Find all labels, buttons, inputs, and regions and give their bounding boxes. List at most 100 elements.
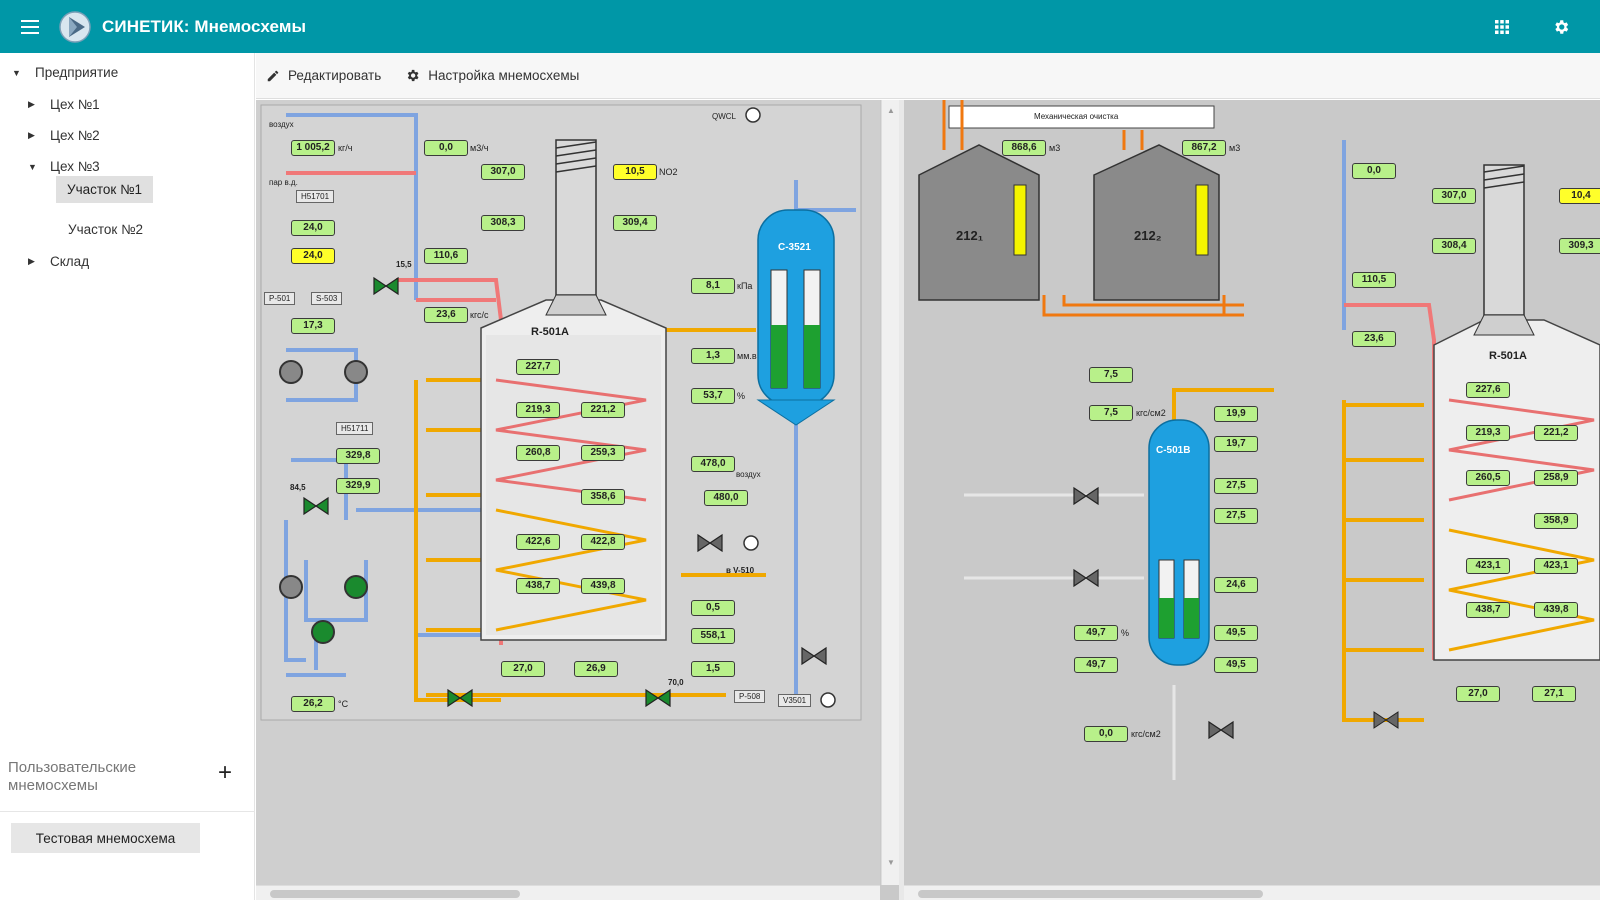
reactor-label: R-501A — [531, 326, 569, 338]
value-ts1631-r: 258,9 — [1534, 470, 1578, 486]
add-scheme-button[interactable]: + — [218, 759, 233, 786]
value-ps1412-r: 27,0 — [1456, 686, 1500, 702]
value-ts1618: 558,1 — [691, 628, 735, 644]
value-ls2362: 49,7 — [1074, 625, 1118, 641]
v3501-label: V3501 — [778, 694, 812, 707]
tree-item-sklad[interactable]: ▶ Склад — [28, 254, 90, 269]
caret-right-icon: ▶ — [28, 99, 35, 109]
value-ts1622-r: 307,0 — [1432, 188, 1476, 204]
menu-icon[interactable] — [10, 7, 50, 47]
value-ts1622: 307,0 — [481, 164, 525, 180]
value-ts1601-r: 110,5 — [1352, 272, 1396, 288]
edit-button[interactable]: Редактировать — [266, 68, 381, 83]
value-fs1212: 1 005,2 — [291, 140, 335, 156]
value-ts1640: 478,0 — [691, 456, 735, 472]
scroll-down-icon[interactable]: ▼ — [887, 858, 895, 867]
value-ts1630-r: 260,5 — [1466, 470, 1510, 486]
value-ts2661: 27,5 — [1214, 508, 1258, 524]
value-as1120-r: 10,4 — [1559, 188, 1600, 204]
value-fs1201: 24,0 — [291, 248, 335, 264]
p501-label: P-501 — [264, 292, 296, 305]
value-ts1634-r: 423,1 — [1466, 558, 1510, 574]
value-prcas2452: 7,5 — [1089, 367, 1133, 383]
right-scroll-thumb[interactable] — [918, 890, 1263, 898]
value-ts1626: 227,7 — [516, 359, 560, 375]
tree-item-uch2[interactable]: Участок №2 — [68, 222, 144, 237]
value-fs1217: 0,5 — [691, 600, 735, 616]
caret-right-icon: ▶ — [28, 256, 35, 266]
value-ts1636-r: 438,7 — [1466, 602, 1510, 618]
app-bar: СИНЕТИК: Мнемосхемы — [0, 0, 1600, 53]
air-label: воздух — [269, 120, 294, 129]
value-ts1632-r: 358,9 — [1534, 513, 1578, 529]
column-label: C-3521 — [778, 242, 811, 253]
value-lrcas2362: 49,7 — [1074, 657, 1118, 673]
value-ts1625-r: 308,4 — [1432, 238, 1476, 254]
value-ts1626-r: 227,6 — [1466, 382, 1510, 398]
tank1-label: 212₁ — [956, 228, 984, 243]
test-scheme-button[interactable]: Тестовая мнемосхема — [11, 823, 200, 853]
value-ts1629-r: 221,2 — [1534, 425, 1578, 441]
value-ts1635: 422,8 — [581, 534, 625, 550]
value-ls352102: 53,7 — [691, 388, 735, 404]
value-ps2420: 0,0 — [1084, 726, 1128, 742]
value-ts1632: 358,6 — [581, 489, 625, 505]
value-ts1631: 259,3 — [581, 445, 625, 461]
value-ts3614: 17,3 — [291, 318, 335, 334]
value-ts1629: 221,2 — [581, 402, 625, 418]
h51701-label: Н51701 — [296, 190, 335, 203]
pencil-icon — [267, 70, 279, 81]
tree-item-enterprise[interactable]: ▼ Предприятие — [12, 65, 119, 80]
left-scheme-panel: R-501A C-3521 воздух пар в.д. Н51701 Н51… — [256, 100, 880, 885]
tree-item-uch1[interactable]: Участок №1 — [56, 176, 154, 203]
right-scheme-panel: Механическая очистка 212₁ 212₂ C-501B R-… — [904, 100, 1600, 885]
value-ts1634: 422,6 — [516, 534, 560, 550]
sidebar: ▼ Предприятие ▶ Цех №1 ▶ Цех №2 ▼ Цех №3… — [0, 53, 255, 900]
tree-item-ceh2[interactable]: ▶ Цех №2 — [28, 128, 100, 143]
value-ts1635-r: 423,1 — [1534, 558, 1578, 574]
caret-right-icon: ▶ — [28, 130, 35, 140]
value-lrcas2361: 49,5 — [1214, 657, 1258, 673]
value-ts1637-r: 439,8 — [1534, 602, 1578, 618]
left-vertical-scrollbar[interactable]: ▲ ▼ — [881, 100, 899, 885]
value-ts2654: 19,9 — [1214, 406, 1258, 422]
column2-label: C-501B — [1156, 445, 1191, 456]
h51711-label: Н51711 — [336, 422, 374, 435]
value-ts1601: 110,6 — [424, 248, 468, 264]
gear-icon — [408, 69, 419, 82]
value-ts1636: 438,7 — [516, 578, 560, 594]
tree-item-ceh3[interactable]: ▼ Цех №3 — [28, 159, 100, 174]
value-ts3611: 26,2 — [291, 696, 335, 712]
scroll-up-icon[interactable]: ▲ — [887, 106, 895, 115]
value-ts1630: 260,8 — [516, 445, 560, 461]
p508-label: P-508 — [734, 690, 766, 703]
apps-grid-icon[interactable] — [1482, 7, 1522, 47]
reactor2-label: R-501A — [1489, 350, 1527, 362]
value-ts1628-r: 219,3 — [1466, 425, 1510, 441]
panel-splitter[interactable] — [899, 100, 904, 900]
left-scroll-thumb[interactable] — [270, 890, 520, 898]
value-fs2210-r: 0,0 — [1352, 163, 1396, 179]
tank2-label: 212₂ — [1134, 228, 1162, 243]
value-ts1625: 308,3 — [481, 215, 525, 231]
left-horizontal-scrollbar[interactable] — [256, 885, 880, 900]
value-tank2-level: 867,2 — [1182, 140, 1226, 156]
s503-label: S-503 — [311, 292, 343, 305]
value-ts1637: 439,8 — [581, 578, 625, 594]
value-ts2664: 24,6 — [1214, 577, 1258, 593]
caret-down-icon: ▼ — [12, 67, 21, 78]
mech-cleaning-label: Механическая очистка — [1034, 112, 1119, 121]
gear-icon[interactable] — [1541, 7, 1581, 47]
right-horizontal-scrollbar[interactable] — [904, 885, 1600, 900]
value-fs1215: 1,5 — [691, 661, 735, 677]
value-ticas2661: 27,5 — [1214, 478, 1258, 494]
value-as1120: 10,5 — [613, 164, 657, 180]
value-fs2210: 0,0 — [424, 140, 468, 156]
value-ts1628: 219,3 — [516, 402, 560, 418]
tree-item-ceh1[interactable]: ▶ Цех №1 — [28, 97, 100, 112]
value-ps1401-r: 23,6 — [1352, 331, 1396, 347]
scheme-settings-button[interactable]: Настройка мнемосхемы — [405, 68, 579, 83]
sidebar-divider — [0, 811, 255, 812]
toolbar: Редактировать Настройка мнемосхемы — [256, 53, 1600, 99]
value-ps1412: 27,0 — [501, 661, 545, 677]
